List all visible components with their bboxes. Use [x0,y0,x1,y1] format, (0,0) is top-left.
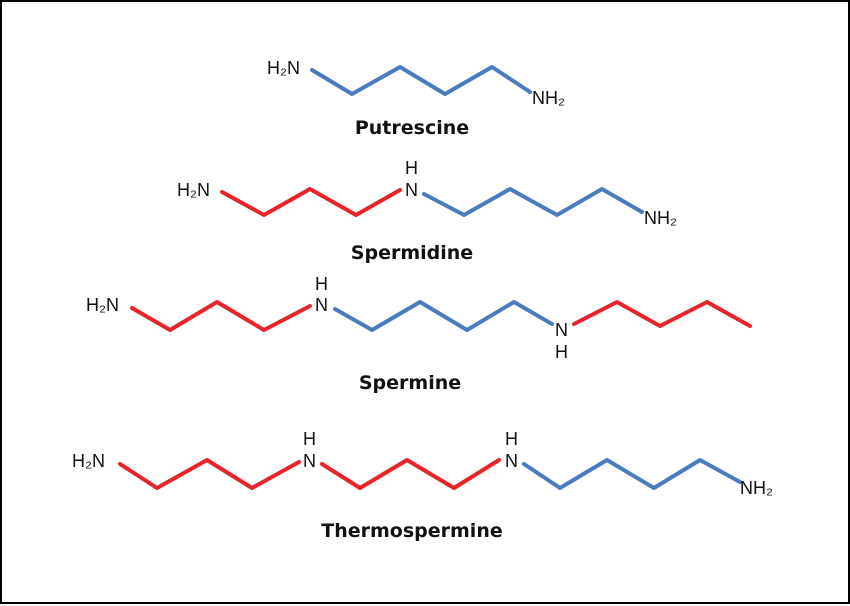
amine-group: H₂N [86,295,119,315]
thermospermine-structure: H₂N N H N H NH₂ Thermospermine [72,429,773,542]
nitrogen-atom: N [315,295,328,315]
amine-group: NH₂ [740,478,773,498]
nitrogen-atom: N [303,451,316,471]
spermidine-structure: H₂N N H NH₂ Spermidine [177,158,677,264]
hydrogen-atom: H [303,429,316,449]
spermine-structure: H₂N N H N H Spermine [86,274,752,394]
amine-group: H₂N [72,451,105,471]
amine-group: NH₂ [532,88,565,108]
amine-group: NH₂ [644,208,677,228]
nitrogen-atom: N [505,451,518,471]
butane-chain [310,65,532,96]
hydrogen-atom: H [315,274,328,294]
butyl-chain [333,300,554,332]
butyl-chain [522,458,742,490]
propyl-chain [118,458,301,490]
nitrogen-atom: N [405,180,418,200]
propyl-chain [320,458,501,490]
hydrogen-atom: H [405,158,418,178]
putrescine-structure: H₂N NH₂ Putrescine [267,58,565,139]
nitrogen-atom: N [555,320,568,340]
propyl-chain [130,300,312,332]
molecule-label: Spermidine [351,242,473,264]
propyl-chain [572,300,752,328]
propyl-chain [220,187,402,217]
amine-group: H₂N [177,180,210,200]
hydrogen-atom: H [555,342,568,362]
molecule-label: Thermospermine [321,520,502,542]
molecule-label: Putrescine [355,117,469,139]
molecule-label: Spermine [359,372,461,394]
butyl-chain [422,187,644,217]
amine-group: H₂N [267,58,300,78]
hydrogen-atom: H [505,429,518,449]
